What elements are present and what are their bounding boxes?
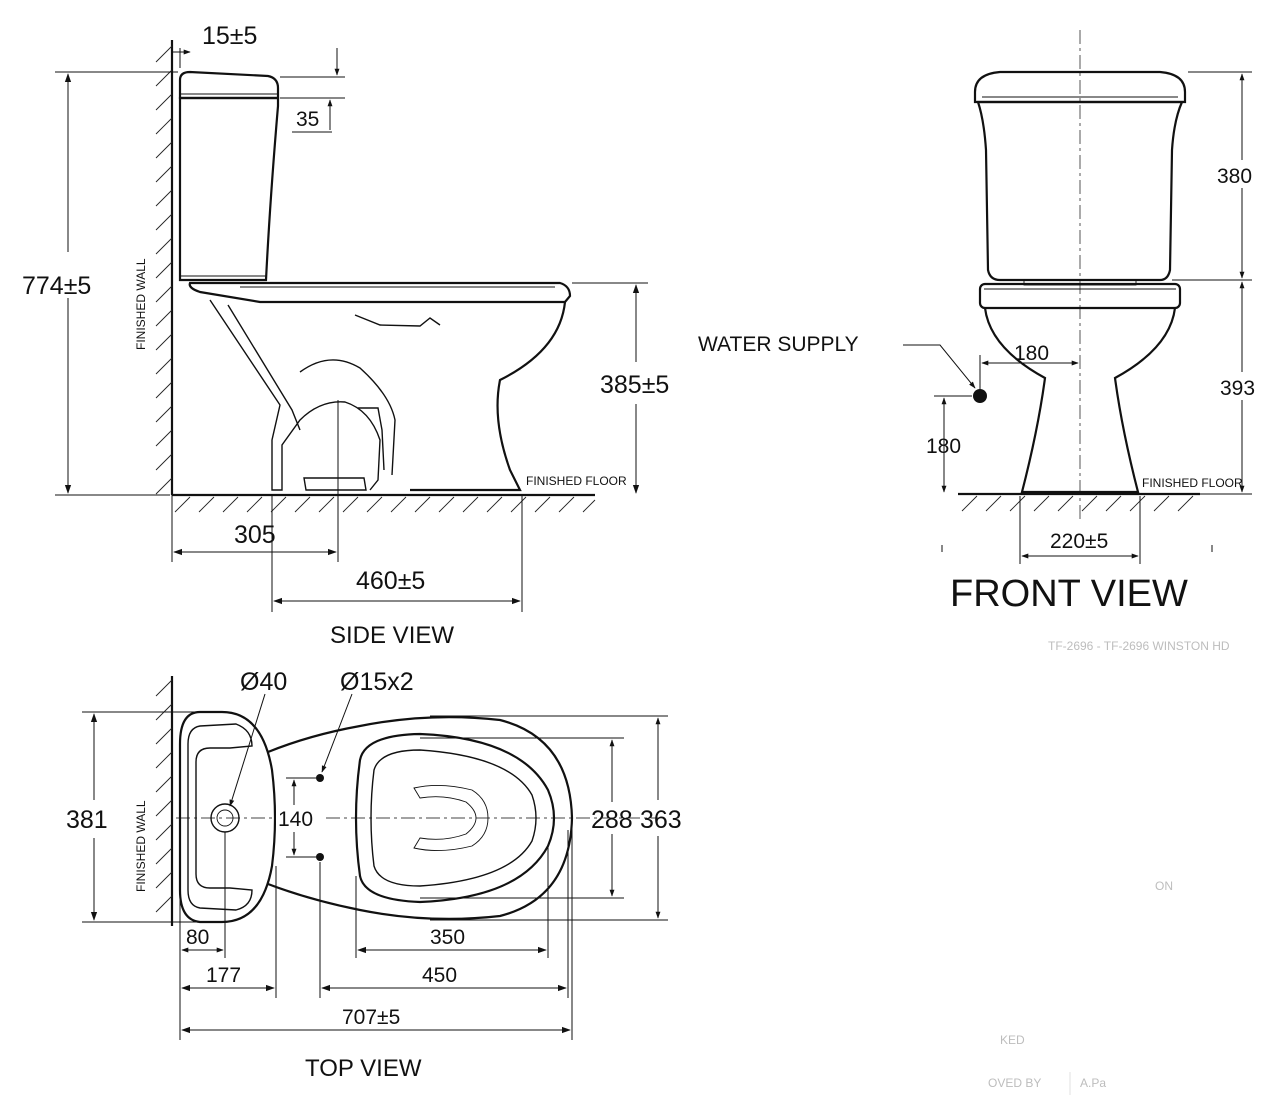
dim-outlet: 305 xyxy=(234,521,276,549)
dim-lid: 35 xyxy=(296,108,319,131)
dim-seat-width: 288 xyxy=(591,806,633,834)
dim-drain-dia: Ø40 xyxy=(240,668,287,696)
top-wall-hatch xyxy=(155,679,173,913)
dim-seat-length: 350 xyxy=(430,926,465,949)
top-seat-ring xyxy=(354,732,556,904)
top-tank xyxy=(178,710,277,924)
side-bowl-outline xyxy=(410,301,567,492)
water-supply-label: WATER SUPPLY xyxy=(698,333,859,356)
front-tank-lid xyxy=(973,70,1187,104)
faint-approver-text: A.Pa xyxy=(1080,1076,1106,1090)
title-block-ghost: TF-2696 - TF-2696 WINSTON HD ON KED OVED… xyxy=(988,639,1230,1095)
front-tank-body xyxy=(976,100,1184,282)
dim-supply-height: 180 xyxy=(926,435,961,458)
faint-checked-text: KED xyxy=(1000,1033,1025,1047)
front-seat xyxy=(978,282,1182,310)
front-view: FINISHED FLOOR WATER SUPPLY 180 180 380 … xyxy=(698,30,1260,615)
dim-depth: 460±5 xyxy=(356,567,425,595)
top-wall-label: FINISHED WALL xyxy=(134,800,148,892)
dim-bolt-to-front: 450 xyxy=(422,964,457,987)
side-floor-hatch xyxy=(174,496,596,513)
bolt-hole-top xyxy=(316,774,324,782)
dim-supply-offset: 180 xyxy=(1014,342,1049,365)
side-view: FINISHED WALL FINISHED FLOOR 15±5 35 774… xyxy=(22,22,669,649)
dim-wall-gap: 15±5 xyxy=(202,22,257,50)
dim-base-width: 220±5 xyxy=(1050,530,1108,553)
dim-tank-to-drain: 177 xyxy=(206,964,241,987)
dim-seat-height: 385±5 xyxy=(600,371,669,399)
front-floor-label: FINISHED FLOOR xyxy=(1142,476,1243,490)
side-floor-label: FINISHED FLOOR xyxy=(526,474,627,488)
dim-bolt-spacing: 140 xyxy=(278,808,313,831)
top-view-title: TOP VIEW xyxy=(305,1055,422,1082)
faint-approved-text: OVED BY xyxy=(988,1076,1041,1090)
side-wall-hatch xyxy=(155,45,173,495)
faint-on-text: ON xyxy=(1155,879,1173,893)
dim-bowl-width: 363 xyxy=(640,806,682,834)
dim-bolt-holes: Ø15x2 xyxy=(340,668,414,696)
side-seat xyxy=(188,281,572,304)
dim-tank-depth: 80 xyxy=(186,926,209,949)
faint-model-text: TF-2696 - TF-2696 WINSTON HD xyxy=(1048,639,1230,653)
dim-width-tank: 381 xyxy=(66,806,108,834)
bolt-hole-bottom xyxy=(316,853,324,861)
side-trapway xyxy=(209,299,381,491)
dim-height: 774±5 xyxy=(22,272,91,300)
side-tank-lid xyxy=(178,70,280,100)
top-view: FINISHED WALL Ø40 Ø15x2 140 xyxy=(66,668,682,1082)
side-view-title: SIDE VIEW xyxy=(330,622,454,649)
dim-bowl-height: 393 xyxy=(1220,377,1255,400)
water-supply-point xyxy=(973,389,987,403)
side-tank-body xyxy=(178,96,280,282)
top-bowl xyxy=(267,716,574,920)
front-view-title: FRONT VIEW xyxy=(950,573,1188,615)
dim-tank-height: 380 xyxy=(1217,165,1252,188)
side-wall-label: FINISHED WALL xyxy=(134,258,148,350)
front-floor-hatch xyxy=(961,495,1194,512)
dim-total-length: 707±5 xyxy=(342,1006,400,1029)
